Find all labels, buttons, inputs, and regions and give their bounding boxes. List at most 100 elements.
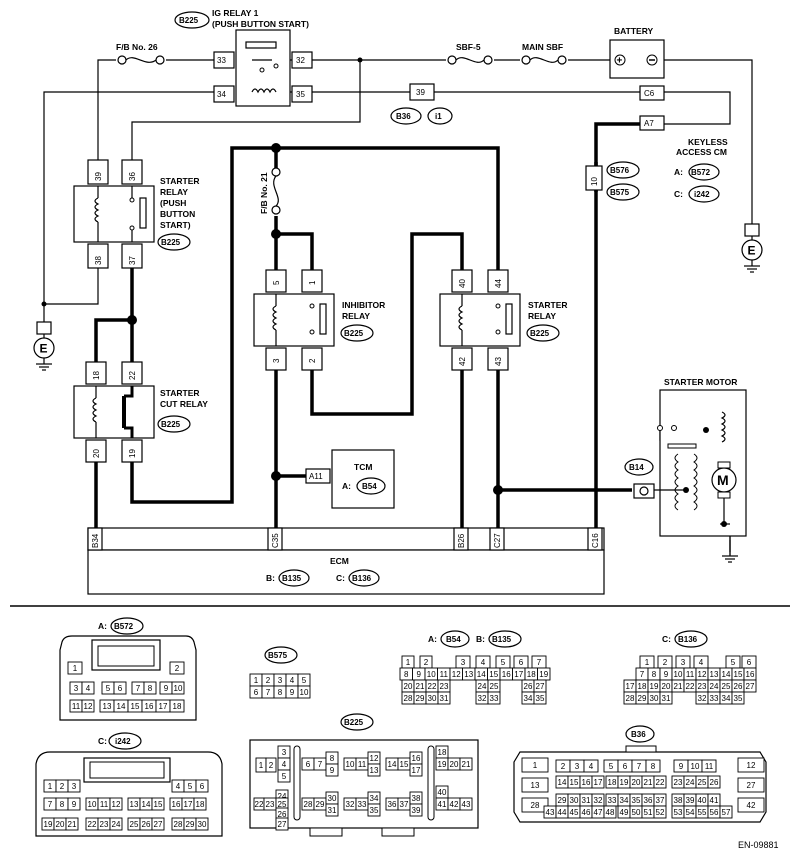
sr-pb-label-2: RELAY xyxy=(160,187,188,197)
b54-pin: 19 xyxy=(539,670,548,679)
ig-relay-subtitle: (PUSH BUTTON START) xyxy=(212,19,309,29)
b36-pin: 50 xyxy=(632,808,641,817)
b136-pin: 19 xyxy=(650,682,659,691)
ig-relay-title: IG RELAY 1 xyxy=(212,8,259,18)
b225-pin: 21 xyxy=(462,760,471,769)
connector-cell xyxy=(591,775,605,789)
pin-ih-2: 2 xyxy=(308,358,317,363)
connector-b36-i1 xyxy=(390,83,453,125)
b136-prefix: C: xyxy=(662,634,671,644)
b54-pin: 31 xyxy=(440,694,449,703)
b54-pin: 11 xyxy=(440,670,449,679)
b136-pin: 24 xyxy=(710,682,719,691)
b225-pin: 36 xyxy=(388,800,397,809)
b54-pin: 21 xyxy=(416,682,425,691)
b54-pin: 17 xyxy=(514,670,523,679)
b54-pin: 10 xyxy=(427,670,436,679)
b36-pin: 7 xyxy=(637,762,642,771)
i242-pin: 7 xyxy=(48,800,53,809)
b572-title: B572 xyxy=(114,622,134,631)
ecm-prefix-c: C: xyxy=(336,573,345,583)
pin-sr-38: 38 xyxy=(94,256,103,265)
b36-pin: 22 xyxy=(656,778,665,787)
pin-ig-33: 33 xyxy=(217,56,226,65)
b54-pin: 2 xyxy=(424,658,429,667)
b225-pin: 5 xyxy=(282,772,287,781)
b572-pin: 5 xyxy=(106,684,111,693)
motor-symbol: M xyxy=(717,472,729,488)
b225-pin: 39 xyxy=(412,806,421,815)
b54-pin: 30 xyxy=(428,694,437,703)
b36-pin: 40 xyxy=(698,796,707,805)
ref-oval xyxy=(340,713,374,731)
connector-cell xyxy=(653,805,667,819)
starter-relay-label-1: STARTER xyxy=(528,300,568,310)
starter-relay-label-2: RELAY xyxy=(528,311,556,321)
b54-pin: 8 xyxy=(404,670,409,679)
connector-cell xyxy=(437,691,451,705)
i242-pin: 25 xyxy=(130,820,139,829)
pin-sc-20: 20 xyxy=(92,449,101,458)
b136-pin: 14 xyxy=(722,670,731,679)
b36-pin: 15 xyxy=(570,778,579,787)
b36-pin: 42 xyxy=(747,801,756,810)
b36-pin: 34 xyxy=(620,796,629,805)
b225-pin: 6 xyxy=(306,760,311,769)
b225-pin: 18 xyxy=(438,748,447,757)
ground-keyless-symbol: E xyxy=(748,244,756,258)
keyless-access-cm xyxy=(639,85,720,203)
pin-st-42: 42 xyxy=(458,357,467,366)
b54-pin: 13 xyxy=(464,670,473,679)
b225-pin: 10 xyxy=(346,760,355,769)
b225-pin: 34 xyxy=(370,794,379,803)
sc-label-2: CUT RELAY xyxy=(160,399,208,409)
b136-pin: 29 xyxy=(638,694,647,703)
connector-cell xyxy=(325,803,339,817)
i242-prefix: C: xyxy=(98,736,107,746)
b54-pin: 5 xyxy=(501,658,506,667)
i242-pin: 13 xyxy=(130,800,139,809)
b36-pin: 6 xyxy=(623,762,628,771)
fuse-sbf5 xyxy=(447,55,493,65)
b54-pin: 16 xyxy=(502,670,511,679)
b36-pin: 35 xyxy=(632,796,641,805)
b36-pin: 37 xyxy=(656,796,665,805)
b36-pin: 31 xyxy=(582,796,591,805)
b136-pin: 21 xyxy=(674,682,683,691)
inhibitor-label-2: RELAY xyxy=(342,311,370,321)
fuse-main-sbf xyxy=(521,55,567,65)
b225-pin: 9 xyxy=(330,766,335,775)
b225-pin: 14 xyxy=(388,760,397,769)
b136-pin: 23 xyxy=(698,682,707,691)
b36-pin: 28 xyxy=(531,801,540,810)
ref-b54: B54 xyxy=(362,482,377,491)
ref-b14: B14 xyxy=(629,463,644,472)
i242-pin: 12 xyxy=(112,800,121,809)
junction-dots xyxy=(41,57,503,495)
b225-pin: 28 xyxy=(304,800,313,809)
battery-plus-icon: + xyxy=(617,56,623,67)
connector-cell xyxy=(743,679,757,693)
pin-sc-18: 18 xyxy=(92,371,101,380)
b572-pin: 4 xyxy=(86,684,91,693)
b575-pin: 2 xyxy=(266,676,271,685)
i242-pin: 21 xyxy=(68,820,77,829)
b36-pin: 39 xyxy=(686,796,695,805)
b54-pin: 32 xyxy=(478,694,487,703)
ref-b576: B576 xyxy=(610,166,630,175)
thick-wires xyxy=(94,122,640,530)
pin-sr-36: 36 xyxy=(128,172,137,181)
b36-pin: 43 xyxy=(546,808,555,817)
b225-pin: 32 xyxy=(346,800,355,809)
ref-sr-pb-b225: B225 xyxy=(161,238,181,247)
b36-pin: 16 xyxy=(582,778,591,787)
pin-st-44: 44 xyxy=(494,279,503,288)
connector-cell xyxy=(265,757,277,773)
b36-pin: 5 xyxy=(609,762,614,771)
ref-oval xyxy=(340,324,374,342)
b225-pin: 11 xyxy=(358,760,367,769)
battery-label: BATTERY xyxy=(614,26,654,36)
b36-pin: 48 xyxy=(606,808,615,817)
